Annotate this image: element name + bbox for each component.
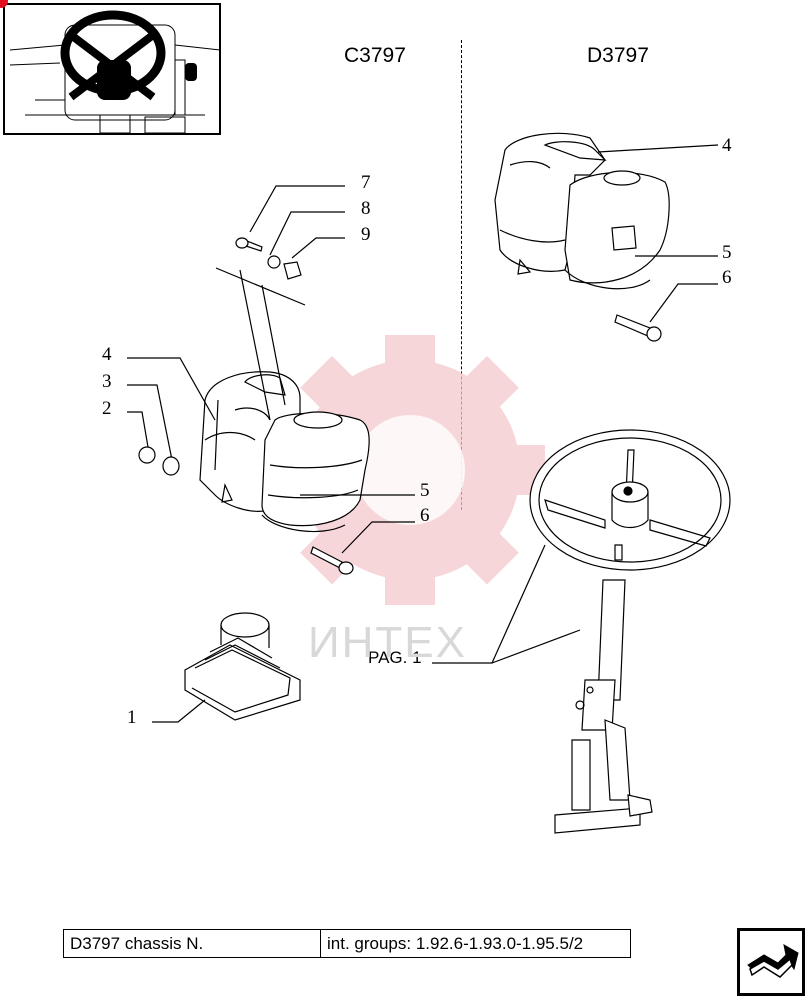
callout-5-left: 5 — [420, 480, 430, 501]
callout-6-left: 6 — [420, 505, 430, 526]
footer-groups: int. groups: 1.92.6-1.93.0-1.95.5/2 — [327, 934, 584, 953]
callout-4-right: 4 — [722, 135, 732, 156]
callout-1: 1 — [127, 707, 137, 728]
callout-7: 7 — [361, 172, 371, 193]
location-thumbnail — [3, 3, 221, 135]
variant-title-left: C3797 — [344, 44, 406, 67]
callout-4-left: 4 — [102, 344, 112, 365]
shroud-assembly-right — [494, 132, 670, 290]
callout-2: 2 — [102, 398, 112, 419]
callout-5-right: 5 — [722, 242, 732, 263]
variant-title-right: D3797 — [587, 44, 649, 67]
washer-8 — [267, 255, 281, 269]
shroud-assembly-left — [199, 371, 370, 533]
callout-8: 8 — [361, 198, 371, 219]
screw-7 — [235, 237, 263, 252]
clip-9 — [283, 261, 302, 280]
variant-divider — [461, 40, 462, 510]
gear-lever-boot-1 — [184, 612, 301, 721]
callout-9: 9 — [361, 224, 371, 245]
watermark-text: ИНТЕХ — [308, 618, 467, 667]
screw-6-left — [310, 546, 354, 575]
callout-3: 3 — [102, 371, 112, 392]
return-arrow-icon — [747, 944, 799, 978]
footer-info-table: D3797 chassis N. int. groups: 1.92.6-1.9… — [63, 929, 631, 958]
nut-2 — [138, 446, 156, 464]
steering-wheel-column — [529, 429, 731, 834]
page-reference-label: PAG. 1 — [368, 648, 422, 667]
corner-marker — [0, 0, 8, 8]
footer-chassis: D3797 chassis N. — [64, 930, 321, 957]
return-button[interactable] — [737, 928, 805, 996]
steering-wheel-thumbnail-icon — [9, 10, 219, 133]
screw-6-right — [614, 314, 662, 342]
callout-6-right: 6 — [722, 267, 732, 288]
washer-3 — [162, 456, 180, 476]
